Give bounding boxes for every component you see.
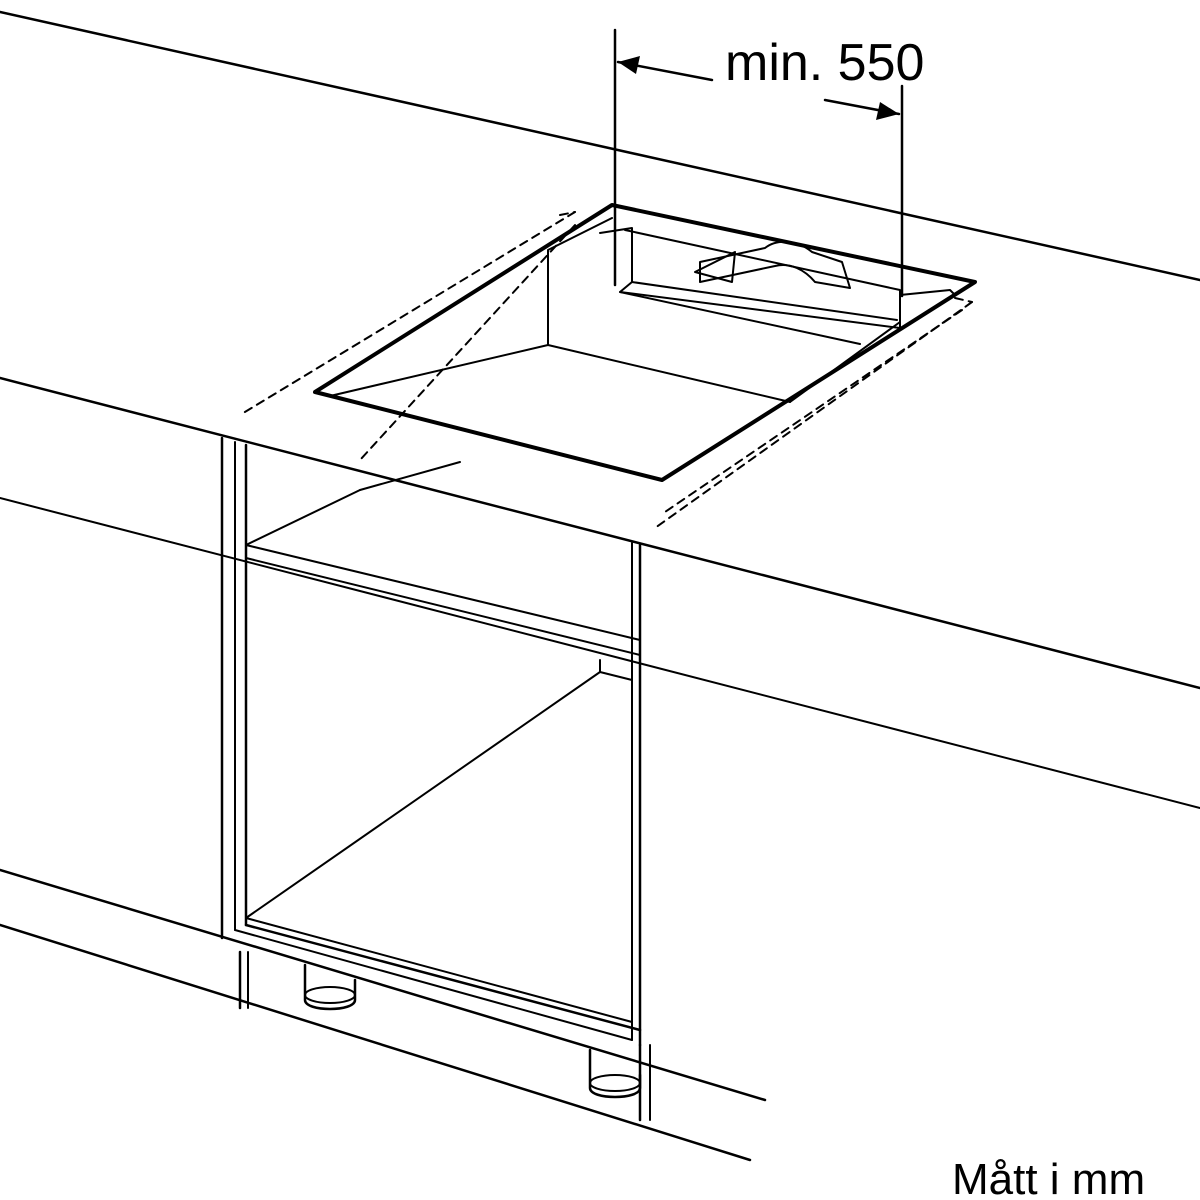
floor-line-front <box>0 923 752 1162</box>
cabinet-bottom-inner <box>234 929 633 1041</box>
cabinet-foot-right <box>588 1048 642 1099</box>
cabinet-foot-left <box>303 963 357 1011</box>
worktop-cutout <box>313 203 977 482</box>
worktop-front-top-edge <box>0 376 1200 690</box>
cabinet-bottom-front <box>244 923 642 1032</box>
hob-dashed-back-left <box>239 211 576 416</box>
cutout-inner-floor-back <box>789 321 901 403</box>
cabinet-inner-back <box>599 659 633 681</box>
cabinet-upper-rail-bottom <box>245 557 641 656</box>
cutout-inner-left-wall <box>329 217 613 397</box>
cutout-inner-floor-edge <box>547 344 791 403</box>
foot-left-body <box>303 963 357 1011</box>
base-cabinet <box>220 436 642 1047</box>
dimension-arrowhead-left <box>618 56 640 74</box>
hob-dashed-front-right-inner <box>664 309 963 513</box>
cabinet-shelf-rear <box>359 461 461 491</box>
hob-insert-lip <box>599 227 956 329</box>
floor-line-back <box>0 868 767 1102</box>
worktop <box>0 10 1200 809</box>
worktop-front-bottom-edge <box>0 497 1200 809</box>
foot-right-top <box>589 1074 641 1092</box>
cabinet-plinth <box>0 868 767 1162</box>
cutout-inner-back-wall <box>624 229 901 323</box>
hob-insertion-arrow-icon <box>694 240 851 289</box>
cabinet-floor-back <box>245 917 633 1023</box>
dimension-arrowhead-right <box>876 102 899 120</box>
foot-left-top <box>304 986 356 1004</box>
worktop-back-edge <box>0 10 1200 282</box>
hob-dashed-outline <box>239 211 973 529</box>
cabinet-upper-rail-top <box>245 544 641 641</box>
units-note: Mått i mm <box>952 1155 1145 1200</box>
hob-insert-inner-line <box>619 291 861 345</box>
hob-dashed-front-right <box>654 301 973 529</box>
cutout-outline <box>313 203 977 482</box>
hob-dashed-tip-top <box>559 211 576 216</box>
hob-dashed-back-left-inner <box>359 224 576 461</box>
cabinet-shelf-back <box>245 489 361 546</box>
dimension-label: min. 550 <box>725 34 924 92</box>
foot-right-body <box>588 1048 642 1099</box>
hob-insert-top-ledge <box>631 281 898 321</box>
dimension-min-550: min. 550 <box>613 28 924 298</box>
hob-dashed-tip-right <box>954 297 973 303</box>
arrow-head <box>694 251 736 283</box>
arrow-curve-body <box>699 240 851 289</box>
cabinet-inner-back-diagonal <box>245 671 601 919</box>
